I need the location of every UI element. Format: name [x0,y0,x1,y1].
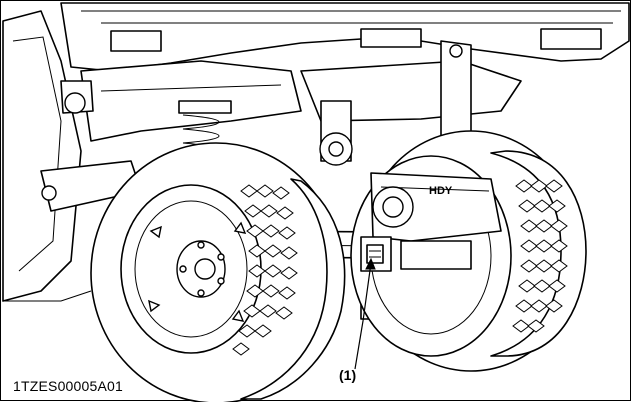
housing-marking: HDY [429,185,453,197]
left-wheel-tread [232,184,298,356]
left-rear-wheel [90,142,346,402]
callout-leader-line [354,262,372,370]
callout-label: (1) [339,367,357,383]
right-wheel-tread [512,179,568,333]
cargo-bed [60,2,630,72]
chassis-frame [2,10,522,302]
lower-frame-line [3,290,92,302]
figure-code: 1TZES00005A01 [13,378,124,394]
shock-absorber [319,100,353,166]
callout-arrowhead [365,257,376,270]
drain-plug [366,244,384,264]
